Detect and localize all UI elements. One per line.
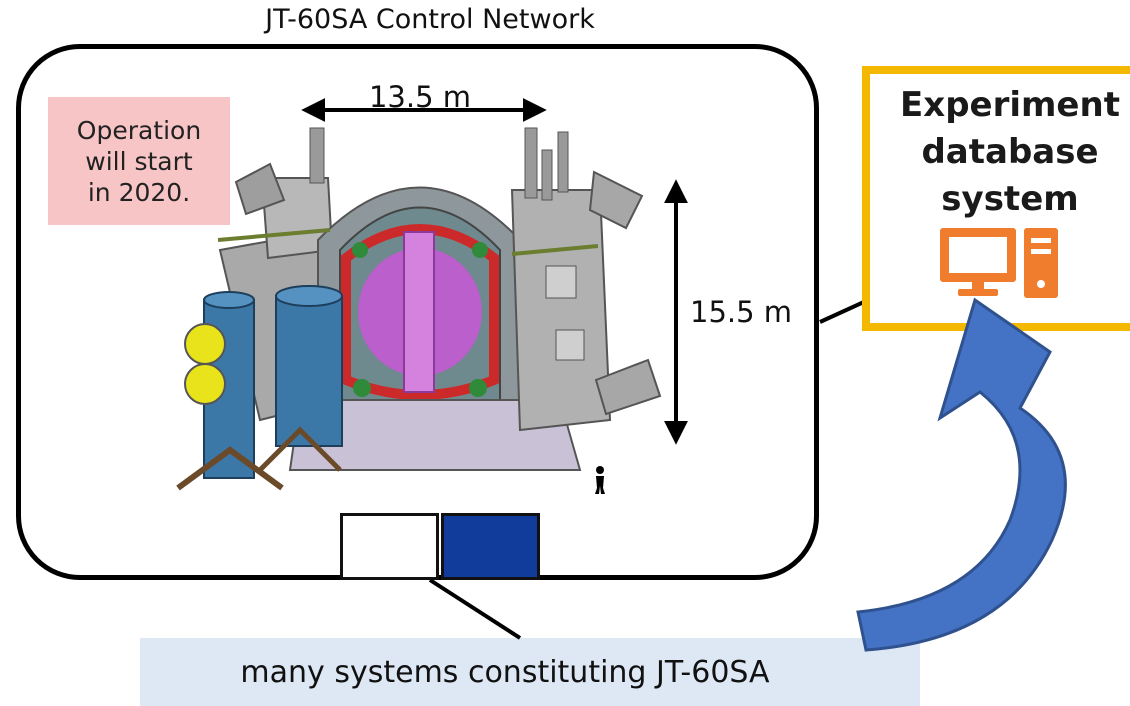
- database-title: Experiment database system: [900, 85, 1120, 219]
- eu-flag: [441, 513, 540, 580]
- tokamak-illustration: [176, 127, 662, 494]
- caption-band: [140, 638, 920, 706]
- height-label: 15.5 m: [690, 295, 793, 329]
- flags: [340, 513, 540, 580]
- operation-start-note: Operation will start in 2020.: [48, 97, 230, 225]
- width-label: 13.5 m: [368, 80, 472, 114]
- experiment-database-box: [862, 66, 1130, 331]
- person-icon: [595, 466, 605, 494]
- network-title: JT-60SA Control Network: [265, 4, 595, 35]
- connector-line-caption: [428, 578, 522, 640]
- caption-text: many systems constituting JT-60SA: [240, 654, 770, 690]
- japan-flag: [340, 513, 439, 580]
